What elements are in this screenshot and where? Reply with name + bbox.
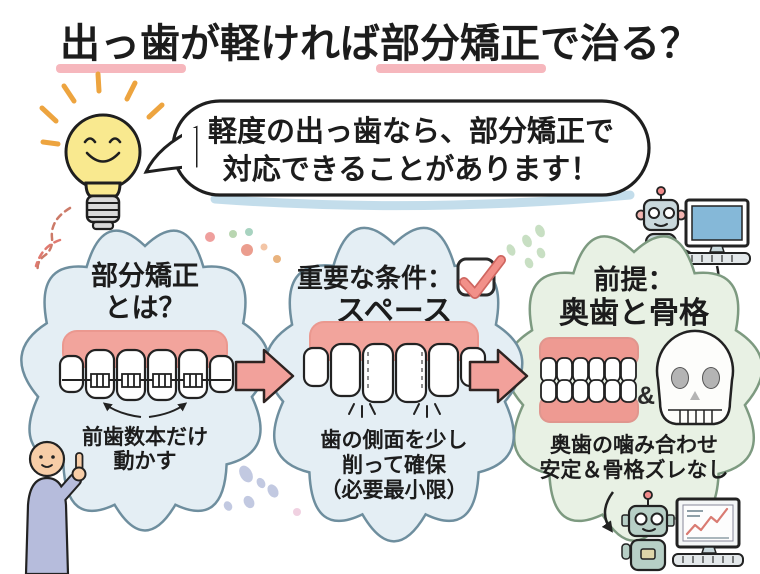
curved-arrow-icon xyxy=(148,402,188,418)
cloud-premise-heading1: 前提： xyxy=(594,264,675,295)
monitor-icon xyxy=(675,497,741,554)
shaving-hint-lines xyxy=(367,352,423,392)
person-body xyxy=(24,476,70,574)
person-head xyxy=(28,440,66,478)
cloud-partial-heading1: 部分矯正 xyxy=(91,260,199,291)
bubble-tail-patch xyxy=(182,128,196,170)
bubble-blue-wash xyxy=(210,190,635,211)
cloud-partial-heading2: とは？ xyxy=(105,293,186,323)
bubble-text-line2: 対応できることがあります！ xyxy=(223,152,599,186)
cloud-partial-caption2: 動かす xyxy=(114,450,177,473)
cloud-partial-content: 部分矯正 とは？ 前歯数本だけ 動かす xyxy=(58,260,235,473)
decor-dots-green xyxy=(506,224,546,269)
cloud-space-caption1: 歯の側面を少し xyxy=(321,428,468,452)
ampersand: & xyxy=(637,382,655,410)
arrow-right-icon xyxy=(468,348,529,404)
cloud-premise-caption2: 安定＆骨格ズレなし xyxy=(540,458,729,482)
title-segment: 部分矯正 xyxy=(380,22,540,66)
monitor-icon xyxy=(684,198,750,253)
checkbox-icon xyxy=(456,255,506,299)
dashed-squiggle xyxy=(36,206,72,274)
cloud-space-caption3: （必要最小限） xyxy=(321,478,468,502)
arrow-right-icon xyxy=(234,348,295,404)
cloud-premise-caption1: 奥歯の噛み合わせ xyxy=(550,433,718,457)
page-title: 出っ歯が軽ければ部分矯正で治る？ xyxy=(60,22,700,66)
cloud-premise-content: 前提： 奥歯と骨格 & xyxy=(539,264,735,482)
line-chart-icon xyxy=(685,507,729,536)
robot-computer-bottom xyxy=(601,490,744,572)
bulb-globe xyxy=(64,113,142,191)
title-underline-left xyxy=(56,64,186,73)
sparkle-ticks xyxy=(348,403,441,418)
person-arm xyxy=(55,475,80,502)
skull-teeth-lines xyxy=(668,409,722,424)
cloud-premise-heading2: 奥歯と骨格 xyxy=(559,296,710,330)
dashed-accent xyxy=(34,238,62,268)
checkmark-icon xyxy=(460,256,505,298)
bulb-face xyxy=(83,137,122,163)
bulb-neck xyxy=(84,181,122,198)
person-hand xyxy=(71,466,87,482)
skull-icon xyxy=(655,329,735,426)
bulb-base-ridges xyxy=(87,202,119,218)
title-segment: で治る？ xyxy=(540,22,700,66)
title-segment: 出っ歯 xyxy=(60,22,180,66)
upper-teeth-row xyxy=(540,357,637,383)
curved-arrow-icon xyxy=(102,402,142,418)
braces-brackets xyxy=(90,373,203,388)
bulb-tip xyxy=(91,220,115,231)
lower-teeth-row xyxy=(540,379,637,403)
decor-dots-bottom xyxy=(223,465,301,516)
speech-bubble: 軽度の出っ歯なら、部分矯正で 対応できることがあります！ xyxy=(143,99,651,211)
decor-dots-top-left xyxy=(205,228,281,263)
curved-arrow-icon xyxy=(601,491,615,533)
cloud-space-caption2: 削って確保 xyxy=(342,453,447,477)
monitor-screen xyxy=(691,205,743,241)
person-icon xyxy=(24,440,87,574)
lightbulb-rays xyxy=(39,71,165,147)
teeth-braces-illustration xyxy=(58,330,235,418)
title-underline-right xyxy=(376,64,546,73)
cloud-space-heading1: 重要な条件： xyxy=(297,263,453,293)
denture-illustration xyxy=(539,337,639,423)
robot-icon xyxy=(621,490,675,572)
antenna-ball xyxy=(656,186,666,196)
cloud-partial-caption1: 前歯数本だけ xyxy=(82,425,208,449)
antenna-ball xyxy=(643,490,653,500)
teeth-spacing-illustration xyxy=(302,321,487,418)
teeth-row xyxy=(302,342,487,404)
keyboard-icon xyxy=(681,252,751,265)
cloud-space-content: 重要な条件： スペース xyxy=(297,255,506,502)
robot-computer-top xyxy=(635,186,751,310)
bubble-text-line1: 軽度の出っ歯なら、部分矯正で xyxy=(208,114,614,148)
lightbulb-icon xyxy=(36,71,165,274)
title-segment: が軽ければ xyxy=(180,22,380,66)
keyboard-icon xyxy=(672,553,744,567)
